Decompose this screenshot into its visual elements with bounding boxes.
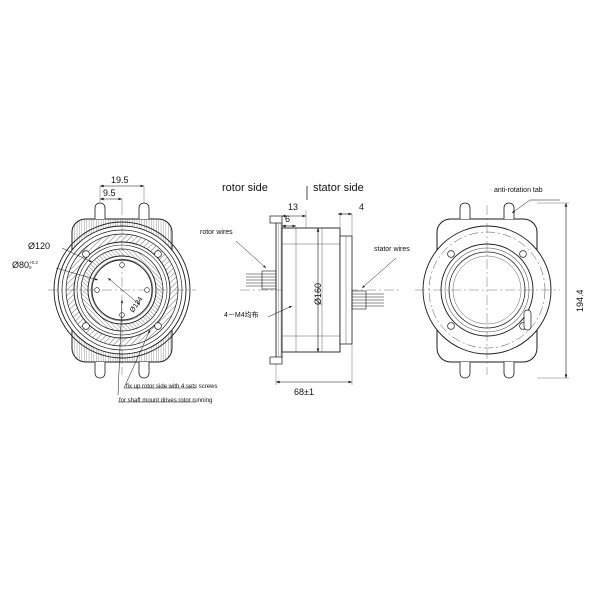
dim-diameter-120: Ø120 — [28, 241, 51, 251]
label-stator-wires: stator wires — [374, 246, 410, 253]
note-fix-screws: fix up rotor side with 4 sets screws — [126, 384, 218, 390]
dim-194-4: 194.4 — [575, 289, 585, 312]
dim-6: 6 — [285, 214, 291, 224]
dim-diameter-80: Ø80 — [12, 260, 30, 271]
tol-lower: 0 — [29, 264, 32, 270]
left-view-group — [48, 184, 196, 403]
middle-view-group — [235, 186, 400, 385]
dim-9-5: 9.5 — [103, 188, 116, 198]
header-stator-side: stator side — [313, 182, 364, 194]
dim-19-5: 19.5 — [111, 175, 129, 185]
header-rotor-side: rotor side — [222, 182, 268, 194]
label-rotor-wires: rotor wires — [200, 229, 233, 236]
dim-13: 13 — [288, 202, 299, 212]
dim-68-plus-minus-1: 68±1 — [294, 387, 314, 397]
label-4-m4: 4－M4均布 — [224, 312, 259, 319]
note-shaft-mount: for shaft mount drives rotor running — [119, 398, 213, 404]
dim-diameter-160: Ø160 — [313, 282, 323, 305]
label-anti-rotation-tab: anti-rotation tab — [494, 187, 543, 194]
dim-4: 4 — [359, 202, 365, 212]
tol-upper: +0.2 — [29, 260, 38, 265]
right-view-group — [415, 199, 569, 379]
